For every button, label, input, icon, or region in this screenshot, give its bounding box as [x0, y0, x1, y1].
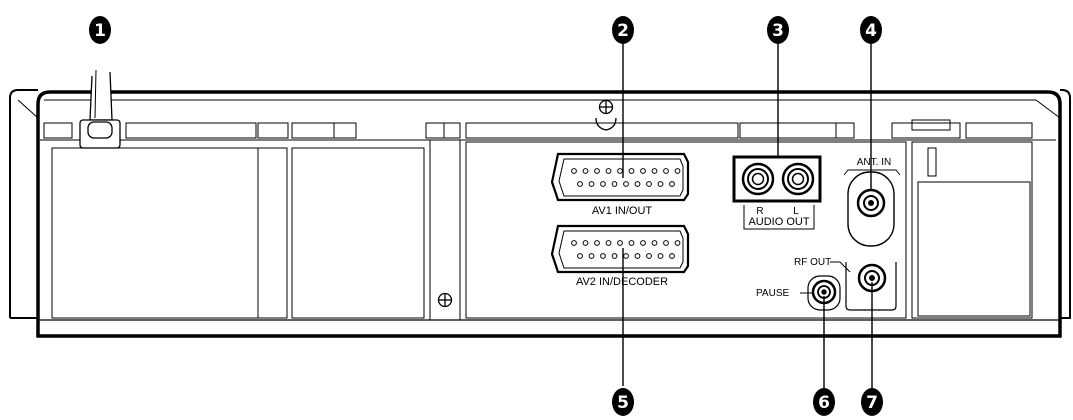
av2-scart-pin: [628, 240, 635, 246]
av2-scart-pin: [605, 240, 612, 246]
av1-scart-connector: [550, 152, 690, 202]
av1-scart-pin: [651, 168, 658, 174]
av1-scart-pin: [594, 168, 600, 174]
callout-3: 3: [767, 16, 789, 44]
av1-scart-pin: [617, 168, 623, 174]
audio-out-jack-r: [741, 162, 775, 196]
svg-text:1: 1: [94, 21, 106, 41]
av1-scart-pin: [646, 181, 652, 187]
audio-out-jack-l: [781, 162, 815, 196]
av2-scart-pin: [582, 240, 589, 246]
av2-scart-pin: [571, 240, 577, 246]
av1-scart-pin: [623, 181, 629, 187]
panel-compartments: [51, 139, 1033, 321]
svg-text:5: 5: [617, 393, 629, 413]
av1-scart-pin: [674, 168, 681, 174]
av1-label: AV1 IN/OUT: [592, 205, 653, 217]
av1-scart-pin: [600, 181, 606, 187]
av1-scart-pin: [605, 168, 612, 174]
av2-scart-pin: [646, 253, 652, 259]
av2-scart-pin: [651, 240, 658, 246]
pause-jack: [807, 275, 841, 311]
power-cord: [79, 69, 121, 149]
label-leader-lines: [800, 261, 851, 294]
screw-top: [595, 99, 617, 131]
av2-label: AV2 IN/DECODER: [576, 276, 668, 288]
av2-scart-pin: [617, 240, 623, 246]
audio-r-label: R: [756, 206, 763, 217]
svg-text:6: 6: [818, 393, 830, 413]
ant-in-label: ANT. IN: [857, 157, 891, 168]
rf-out-label: RF OUT: [794, 257, 831, 268]
av2-scart-connector: [550, 224, 690, 274]
callout-2: 2: [612, 16, 634, 44]
av1-scart-pin: [582, 168, 589, 174]
av2-scart-pin: [640, 240, 646, 246]
audio-out-jacks: [732, 155, 822, 230]
av1-scart-pin: [571, 168, 577, 174]
av2-scart-pin: [611, 253, 618, 259]
rf-out-connector: [845, 262, 897, 311]
av1-scart-pin: [634, 181, 641, 187]
callout-6: 6: [813, 388, 835, 416]
svg-text:3: 3: [772, 21, 784, 41]
ant-in-connector: [843, 169, 901, 247]
screw-bottom: [437, 292, 453, 308]
av1-scart-pin: [611, 181, 618, 187]
callout-5: 5: [612, 388, 634, 416]
svg-text:2: 2: [617, 21, 629, 41]
av1-scart-pin: [669, 181, 675, 187]
av2-scart-pin: [577, 253, 583, 259]
av2-scart-pin: [634, 253, 641, 259]
av2-scart-pin: [594, 240, 600, 246]
svg-text:4: 4: [865, 21, 877, 41]
pause-label: PAUSE: [756, 288, 789, 299]
top-rail-segments: [43, 119, 1033, 139]
svg-text:7: 7: [866, 393, 878, 413]
av2-scart-pin: [623, 253, 629, 259]
av1-scart-pin: [640, 168, 646, 174]
av1-scart-pin: [663, 168, 669, 174]
av2-scart-pin: [669, 253, 675, 259]
callout-1: 1: [89, 16, 111, 44]
av2-scart-pin: [657, 253, 664, 259]
av1-scart-pin: [657, 181, 664, 187]
callout-leader-lines: [622, 44, 873, 388]
vcr-chassis: [9, 89, 1071, 338]
callout-7: 7: [861, 388, 883, 416]
audio-l-label: L: [793, 206, 799, 217]
av2-scart-pins: [571, 240, 681, 259]
audio-out-label: AUDIO OUT: [748, 216, 809, 228]
av1-scart-pin: [628, 168, 635, 174]
callout-4: 4: [860, 16, 882, 44]
av1-scart-pin: [577, 181, 583, 187]
av1-scart-pins: [571, 168, 681, 187]
av2-scart-pin: [663, 240, 669, 246]
av2-scart-pin: [674, 240, 681, 246]
av1-scart-pin: [588, 181, 595, 187]
av2-scart-pin: [588, 253, 595, 259]
av2-scart-pin: [600, 253, 606, 259]
